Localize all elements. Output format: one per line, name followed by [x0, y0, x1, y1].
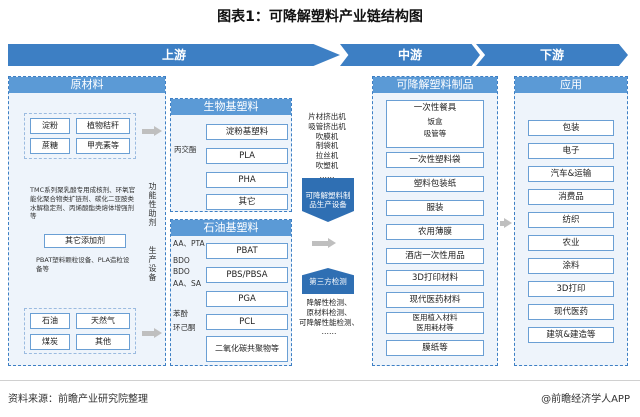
- testing-arrow: 第三方检测: [302, 268, 354, 294]
- petro-item: PGA: [206, 291, 288, 307]
- equipment-item: 拉丝机: [315, 151, 339, 160]
- product-item: 塑料包装纸: [386, 176, 484, 192]
- other-additives: 其它添加剂: [44, 234, 126, 248]
- product-item: 一次性塑料袋: [386, 152, 484, 168]
- product-item: 酒店一次性用品: [386, 248, 484, 264]
- application-item: 电子: [528, 143, 614, 159]
- application-item: 纺织: [528, 212, 614, 228]
- application-item: 包装: [528, 120, 614, 136]
- source-text: 资料来源：前瞻产业研究院整理: [8, 394, 148, 405]
- testing-item: 原材料检测、: [306, 307, 352, 317]
- brand-text: @前瞻经济学人APP: [541, 394, 630, 405]
- application-item: 3D打印: [528, 281, 614, 297]
- flow-arrow: [142, 328, 162, 338]
- application-item: 建筑&建造等: [528, 327, 614, 343]
- application-item: 消费品: [528, 189, 614, 205]
- bio-item: 其它: [206, 194, 288, 210]
- additive-label: 功能性助剂: [148, 182, 157, 227]
- product-sub-item: 吸管等: [423, 129, 447, 138]
- raw-item: 淀粉: [30, 118, 70, 134]
- application-item: 汽车&运输: [528, 166, 614, 182]
- product-sub-item: 医用植入材料: [412, 313, 458, 322]
- petro-item: PBAT: [206, 243, 288, 259]
- fossil-item: 煤炭: [30, 334, 70, 350]
- bio-item: 淀粉基塑料: [206, 124, 288, 140]
- raw-material-header: 原材料: [9, 77, 165, 93]
- fossil-item: 石油: [30, 313, 70, 329]
- product-item: 农用薄膜: [386, 224, 484, 240]
- fossil-item: 其他: [76, 334, 130, 350]
- application-header: 应用: [515, 77, 627, 93]
- additive-note: TMC系列聚乳酸专用成核剂、环氧官能化聚合物类扩链剂、碳化二亚胺类水解稳定剂、丙…: [30, 186, 136, 221]
- application-item: 涂料: [528, 258, 614, 274]
- mid-flow-arrow: [312, 238, 336, 248]
- testing-item: 降解性检测、: [306, 298, 352, 307]
- petro-item: PCL: [206, 314, 288, 330]
- raw-group-frame: [24, 113, 136, 159]
- flow-arrow: [500, 218, 512, 228]
- application-item: 现代医药: [528, 304, 614, 320]
- petro-item: 二氧化碳共聚物等: [206, 336, 288, 362]
- mid-equipment-list: 片材挤出机 吸管挤出机 吹膜机 制袋机 拉丝机 吹塑机 ……: [300, 112, 354, 180]
- petro-label: 苯酚: [173, 309, 188, 318]
- product-sub-item: 饭盒: [427, 117, 443, 126]
- flow-arrow: [142, 126, 162, 136]
- equipment-item: 片材挤出机: [308, 112, 346, 121]
- testing-item: ……: [321, 327, 337, 337]
- product-header: 可降解塑料制品: [373, 77, 497, 93]
- testing-item: 可降解性能检测、: [299, 317, 359, 327]
- petro-label: BDO: [173, 256, 190, 265]
- equipment-item: 吸管挤出机: [308, 121, 346, 131]
- footer-divider: [0, 380, 640, 381]
- petro-plastic-header: 石油基塑料: [171, 220, 291, 236]
- fossil-group-frame: [24, 308, 136, 354]
- stage-midstream: 中游: [340, 44, 480, 66]
- raw-item: 植物秸秆: [76, 118, 130, 134]
- bio-item: PLA: [206, 148, 288, 164]
- tableware-group: 一次性餐具 饭盒 吸管等: [386, 100, 484, 148]
- stage-upstream: 上游: [8, 44, 340, 66]
- equipment-item: 制袋机: [315, 141, 339, 151]
- fossil-item: 天然气: [76, 313, 130, 329]
- equipment-item: 吹塑机: [315, 160, 339, 170]
- application-item: 农业: [528, 235, 614, 251]
- mid-testing-list: 降解性检测、 原材料检测、 可降解性能检测、 ……: [298, 298, 360, 337]
- medical-group: 医用植入材料 医用耗材等: [386, 312, 484, 334]
- bio-plastic-header: 生物基塑料: [171, 99, 291, 115]
- equipment-note: PBAT塑料颗粒设备、PLA造粒设备等: [36, 256, 130, 273]
- petro-item: PBS/PBSA: [206, 267, 288, 283]
- petro-label: AA、SA: [173, 279, 202, 288]
- petro-label: 环己酮: [173, 323, 196, 332]
- raw-item: 甲壳素等: [76, 138, 130, 154]
- product-item: 服装: [386, 200, 484, 216]
- product-item: 一次性餐具: [413, 103, 457, 113]
- petro-label: AA、PTA: [173, 239, 205, 248]
- product-sub-item: 医用耗材等: [416, 323, 454, 332]
- page-title: 图表1：可降解塑料产业链结构图: [217, 9, 423, 25]
- stage-downstream: 下游: [476, 44, 628, 66]
- equipment-item: ……: [319, 170, 335, 180]
- bio-item: PHA: [206, 172, 288, 188]
- equipment-arrow: 可降解塑料制品生产设备: [302, 178, 354, 222]
- product-item: 膜纸等: [386, 340, 484, 356]
- equipment-label: 生产设备: [148, 246, 157, 282]
- product-item: 3D打印材料: [386, 270, 484, 286]
- petro-label: BDO: [173, 267, 190, 276]
- product-item: 现代医药材料: [386, 292, 484, 308]
- raw-item: 蔗糖: [30, 138, 70, 154]
- bio-label: 丙交酯: [174, 145, 197, 154]
- equipment-item: 吹膜机: [315, 131, 339, 141]
